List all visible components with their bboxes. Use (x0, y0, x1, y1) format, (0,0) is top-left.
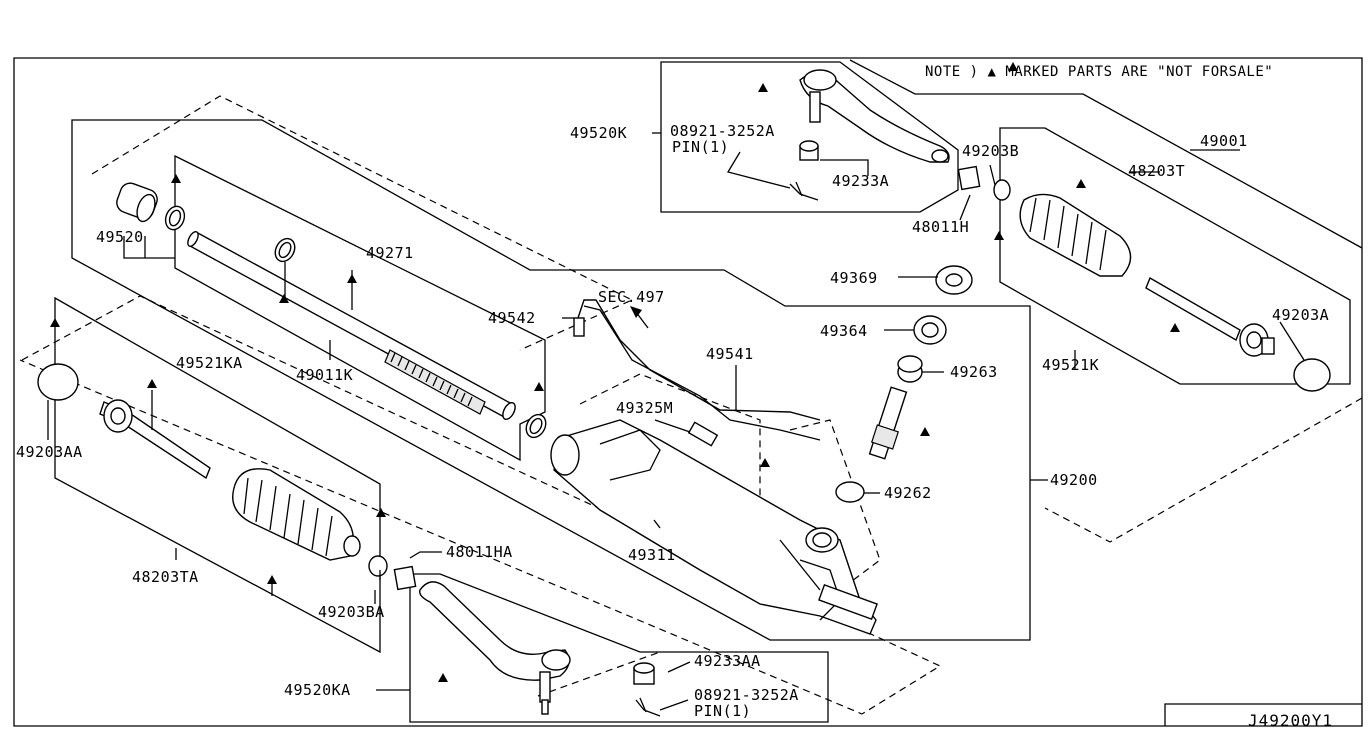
pipe-49541 (583, 305, 821, 441)
label-48011H: 48011H (912, 218, 969, 236)
label-49271: 49271 (366, 244, 414, 262)
box-49271-dashed (91, 95, 634, 351)
label-49011K: 49011K (296, 366, 353, 384)
label-08921-bot: 08921-3252A (694, 686, 799, 704)
label-49520KA: 49520KA (284, 681, 351, 699)
box-49521KA (54, 296, 381, 654)
label-sec497: SEC.497 (598, 288, 665, 306)
pin-bottom-icon (635, 697, 661, 717)
label-49520K: 49520K (570, 124, 627, 142)
nut-48011HA (393, 565, 417, 591)
box-49521KA-dashed (19, 295, 942, 715)
label-48203TA: 48203TA (132, 568, 199, 586)
box-49001-lower (1044, 397, 1363, 543)
label-49263: 49263 (950, 363, 998, 381)
label-49521KA: 49521KA (176, 354, 243, 372)
box-49325M-dashed (579, 373, 761, 531)
sec497-arrowhead (630, 306, 642, 318)
label-pin-top: PIN(1) (672, 138, 729, 156)
inner-rod-49521K (1145, 276, 1275, 357)
box-48203T (999, 127, 1351, 385)
note-text: NOTE ) ▲ MARKED PARTS ARE "NOT FORSALE" (925, 64, 1273, 80)
oring-49262 (835, 481, 865, 503)
box-49233AA-dashed (537, 651, 661, 697)
pin-top-icon (789, 181, 819, 201)
box-49520K (660, 61, 959, 213)
label-49311: 49311 (628, 546, 676, 564)
nut-49233A (799, 140, 819, 161)
not-for-sale-markers (50, 62, 1180, 682)
frame-corner-box (1164, 703, 1362, 726)
pipe-49542 (577, 299, 821, 421)
box-49200 (71, 119, 1031, 641)
label-48203T: 48203T (1128, 162, 1185, 180)
label-49203A: 49203A (1272, 306, 1329, 324)
boot-48203T (1019, 193, 1132, 277)
label-pin-bot: PIN(1) (694, 702, 751, 720)
clip-49203B (993, 179, 1011, 201)
bushing-49520 (116, 182, 186, 231)
sensor-49325M (687, 421, 719, 447)
boot-48203TA (232, 468, 361, 561)
rack-bar-49271 (187, 230, 547, 439)
ring-49203A (1293, 358, 1331, 392)
tie-rod-end-49520K (799, 69, 950, 163)
box-49520KA (409, 573, 829, 723)
label-08921-top: 08921-3252A (670, 122, 775, 140)
label-49233AA: 49233AA (694, 652, 761, 670)
label-49521K: 49521K (1042, 356, 1099, 374)
pinion-shaft (868, 386, 908, 460)
inner-rod-49521KA (99, 399, 211, 480)
seal-49364 (913, 315, 947, 345)
label-49203B: 49203B (962, 142, 1019, 160)
nut-48011H (957, 165, 981, 191)
label-49200: 49200 (1050, 471, 1098, 489)
tie-rod-end-49520KA (419, 581, 571, 715)
label-49364: 49364 (820, 322, 868, 340)
label-49542: 49542 (488, 309, 536, 327)
label-49520: 49520 (96, 228, 144, 246)
cap-49369 (935, 265, 973, 295)
diagram-code: J49200Y1 (1248, 711, 1333, 730)
clip-49203BA (368, 555, 388, 577)
label-49233A: 49233A (832, 172, 889, 190)
box-49271 (174, 154, 546, 462)
label-49541: 49541 (706, 345, 754, 363)
label-49203AA: 49203AA (16, 443, 83, 461)
outer-frame (13, 57, 1363, 727)
label-49325M: 49325M (616, 399, 673, 417)
label-48011HA: 48011HA (446, 543, 513, 561)
nut-49233AA (633, 662, 655, 685)
ring-49203AA (37, 363, 79, 401)
label-49262: 49262 (884, 484, 932, 502)
box-49001 (849, 59, 1363, 249)
label-49369: 49369 (830, 269, 878, 287)
leader-lines (47, 132, 1305, 711)
rack-housing-49311 (550, 419, 877, 635)
output-shaft (818, 584, 878, 620)
label-49001: 49001 (1200, 132, 1248, 150)
pipe-fitting (573, 317, 585, 337)
spring-49263 (897, 355, 923, 383)
label-49203BA: 49203BA (318, 603, 385, 621)
